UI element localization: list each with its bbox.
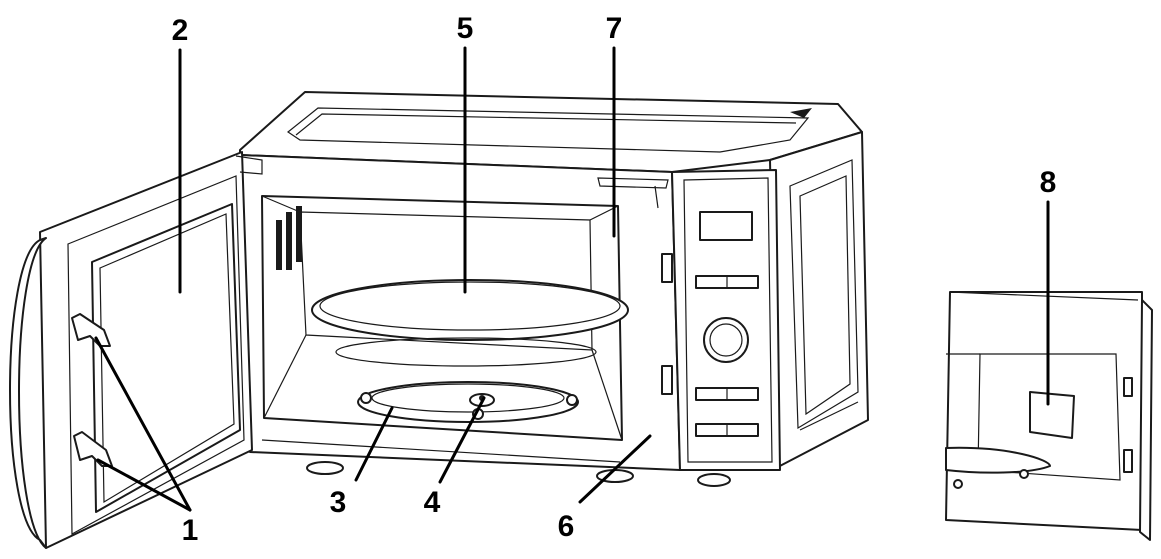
display-window <box>699 211 753 241</box>
leader-4 <box>438 396 486 484</box>
leader-3 <box>354 406 394 482</box>
leader-1a <box>94 336 192 512</box>
vent-grille <box>276 206 302 270</box>
door-window <box>91 203 241 513</box>
callout-4: 4 <box>424 486 441 519</box>
door-latch-upper <box>71 313 111 347</box>
callout-2: 2 <box>172 14 189 47</box>
leader-1b <box>96 458 192 512</box>
callout-1: 1 <box>182 514 199 547</box>
callout-5: 5 <box>457 12 474 45</box>
callout-6: 6 <box>558 510 575 543</box>
leader-6 <box>578 434 652 504</box>
roller-ring <box>357 381 579 423</box>
control-panel <box>661 169 781 471</box>
rating-label <box>1029 391 1075 439</box>
callout-labels: 1 2 3 4 5 6 7 8 <box>172 12 1057 547</box>
leader-lines <box>94 46 1050 512</box>
cavity-floor-ellipse <box>335 337 597 367</box>
inset-detail <box>945 291 1153 541</box>
callout-3: 3 <box>330 486 347 519</box>
door <box>9 151 263 549</box>
glass-turntable <box>311 279 629 341</box>
callout-8: 8 <box>1040 166 1057 199</box>
callout-7: 7 <box>606 12 623 45</box>
